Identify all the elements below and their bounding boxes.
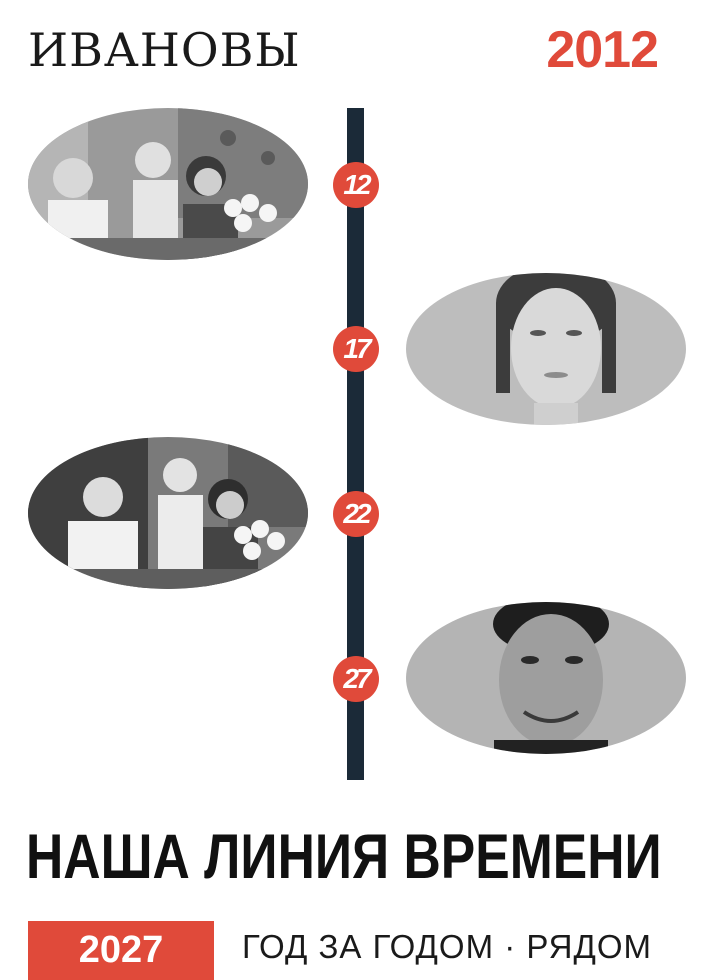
timeline-marker-3: 22 [333,491,379,537]
end-year-badge: 2027 [28,921,214,980]
family-photo-1 [28,108,308,260]
timeline-marker-4: 27 [333,656,379,702]
family-photo-2 [28,437,308,589]
man-portrait-photo [406,602,686,754]
timeline-title: НАША ЛИНИЯ ВРЕМЕНИ [26,822,662,892]
timeline-subtitle: ГОД ЗА ГОДОМ · РЯДОМ [242,928,653,965]
family-name: ИВАНОВЫ [28,23,301,77]
woman-portrait-photo [406,273,686,425]
start-year: 2012 [546,21,659,79]
timeline-marker-1: 12 [333,162,379,208]
timeline-line [347,108,364,780]
timeline-marker-2: 17 [333,326,379,372]
